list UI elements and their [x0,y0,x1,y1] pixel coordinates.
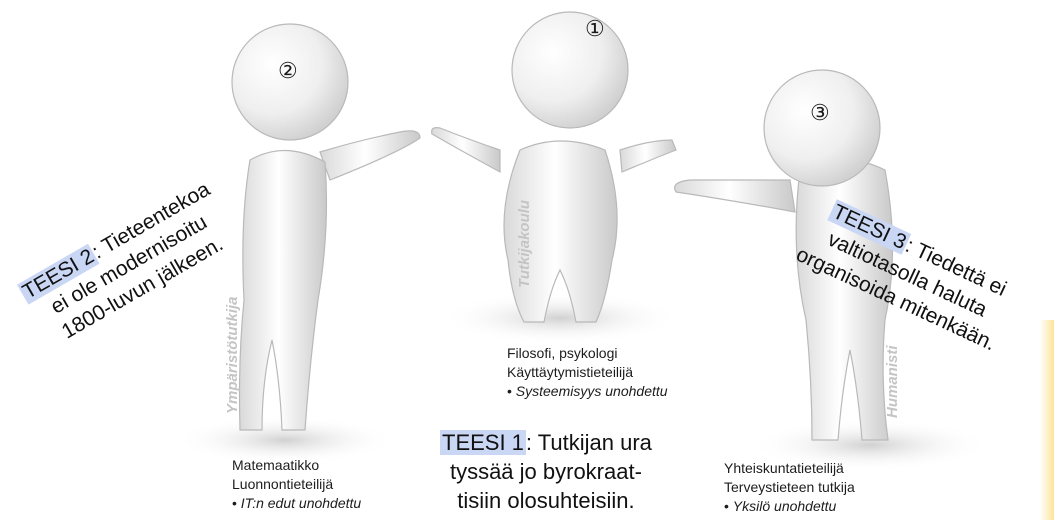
bullet-3: • [724,498,729,514]
figure-2-line-1: Matemaatikko [232,456,361,475]
thesis-1-tag: TEESI 1 [440,430,526,455]
bullet-1: • [507,383,512,399]
figure-1-shadow [440,292,680,344]
figure-2-number: ② [278,58,298,84]
figure-3-number: ③ [810,100,830,126]
thesis-1-line-3: tisiin olosuhteisiin. [440,486,652,515]
figure-1-bullet: Systeemisyys unohdettu [516,383,668,399]
thesis-1-line-2: tyssää jo byrokraat- [440,457,652,486]
figure-3-caption: Yhteiskuntatieteilijä Terveystieteen tut… [724,459,855,516]
figure-1-line-1: Filosofi, psykologi [507,344,668,363]
figure-3-vertical-label: Humanisti [884,345,901,418]
figure-1-vertical-label: Tutkijakoulu [516,200,533,288]
figure-1-number: ① [585,16,605,42]
figure-1-line-2: Käyttäytymistieteilijä [507,363,668,382]
figure-2-vertical-label: Ympäristötutkija [224,296,241,414]
figure-1-caption: Filosofi, psykologi Käyttäytymistieteili… [507,344,668,401]
thesis-1: TEESI 1: Tutkijan ura tyssää jo byrokraa… [440,428,652,515]
figure-2 [232,24,420,430]
edge-glow [1040,320,1054,520]
figure-1 [432,12,676,322]
figure-2-bullet: IT:n edut unohdettu [241,495,361,511]
figure-2-line-2: Luonnontieteilijä [232,475,361,494]
figure-3-bullet: Yksilö unohdettu [733,498,837,514]
bullet-2: • [232,495,237,511]
figure-2-caption: Matemaatikko Luonnontieteilijä • IT:n ed… [232,456,361,513]
thesis-1-text: : Tutkijan ura [526,430,652,455]
figure-3-line-2: Terveystieteen tutkija [724,478,855,497]
figure-3-line-1: Yhteiskuntatieteilijä [724,459,855,478]
